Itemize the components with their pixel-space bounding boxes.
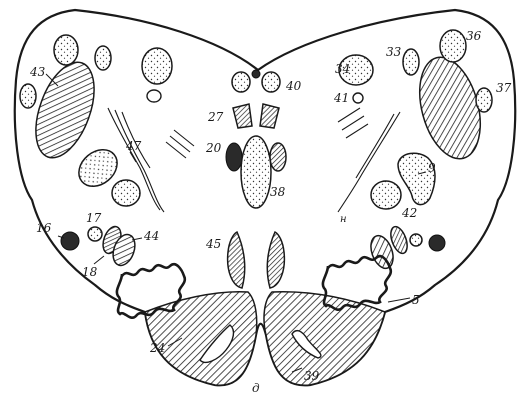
- label-24: 24: [149, 341, 165, 355]
- pyramid-left: [145, 292, 257, 386]
- structure-left-mid-round: [112, 180, 140, 206]
- label-18: 18: [82, 265, 98, 279]
- structure-top-left: [54, 35, 78, 65]
- structure-left-mid-small: [147, 90, 161, 102]
- label-45: 45: [205, 237, 221, 251]
- structure-41: [353, 93, 363, 103]
- label-40: 40: [285, 79, 302, 93]
- label-36: 36: [466, 29, 482, 43]
- label-33: 33: [386, 45, 402, 59]
- structure-37: [476, 88, 492, 112]
- structure-right-16: [429, 235, 445, 251]
- label-5: 5: [412, 293, 420, 307]
- label-37: 37: [496, 81, 512, 95]
- structure-left-top-small: [95, 46, 111, 70]
- label-34: 34: [335, 62, 350, 76]
- structure-left-edge: [20, 84, 36, 108]
- structure-42: [371, 181, 401, 209]
- label-41: 41: [333, 91, 349, 105]
- structure-top-center-left: [232, 72, 250, 92]
- label-20: 20: [205, 141, 222, 155]
- structure-20-left: [226, 143, 242, 171]
- structure-right-17: [410, 234, 422, 246]
- label-16: 16: [36, 221, 52, 235]
- label-39: 39: [304, 369, 320, 383]
- structure-17: [88, 227, 102, 241]
- structure-40: [262, 72, 280, 92]
- figure-caption: д: [252, 381, 260, 394]
- structure-top-center-dot: [252, 70, 260, 78]
- label-17: 17: [86, 211, 102, 225]
- label-43: 43: [29, 65, 46, 79]
- label-n: н: [340, 214, 347, 225]
- structure-33: [403, 49, 419, 75]
- label-44: 44: [143, 229, 159, 243]
- label-42: 42: [401, 206, 417, 220]
- structure-left-upper: [142, 48, 172, 84]
- structure-20-right: [270, 143, 286, 171]
- label-27: 27: [207, 110, 224, 124]
- structure-36: [440, 30, 466, 62]
- structure-38: [241, 136, 271, 208]
- structure-16: [61, 232, 79, 250]
- label-38: 38: [270, 185, 286, 199]
- label-9: 9: [428, 161, 436, 175]
- label-47: 47: [125, 139, 142, 153]
